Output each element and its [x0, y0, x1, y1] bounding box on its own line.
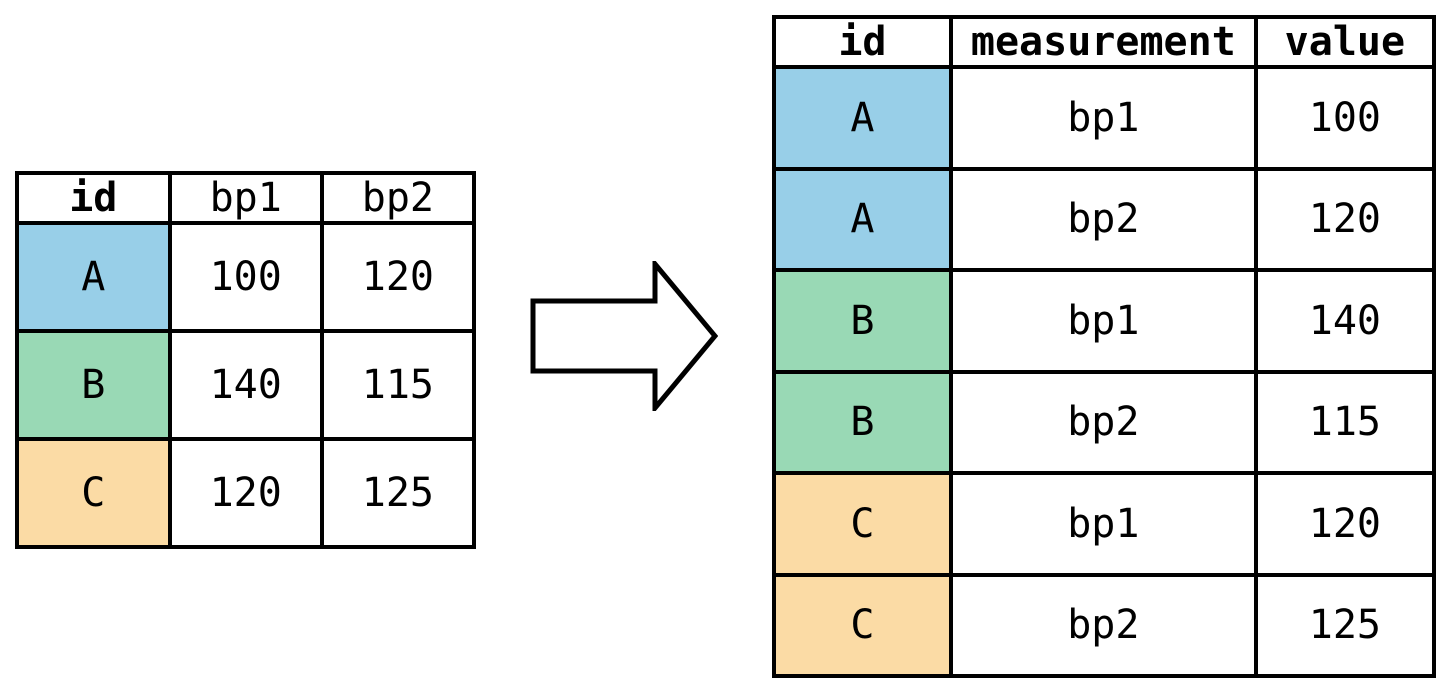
column-header-measurement: measurement	[948, 15, 1258, 69]
value-cell: 100	[167, 221, 324, 333]
id-cell: B	[772, 268, 953, 374]
column-header-id: id	[15, 171, 172, 225]
value-cell: 140	[1253, 268, 1437, 374]
column-header-bp2: bp2	[319, 171, 477, 225]
table-row: C bp1 120	[772, 471, 1437, 577]
column-header-id: id	[772, 15, 953, 69]
value-cell: 125	[1253, 572, 1437, 678]
measurement-cell: bp1	[948, 268, 1258, 374]
table-row: A bp1 100	[772, 65, 1437, 171]
id-cell: B	[15, 329, 172, 441]
transform-arrow-icon	[530, 261, 718, 411]
wide-format-table: id bp1 bp2 A 100 120 B 140 115 C 120 125	[15, 171, 477, 549]
id-cell: C	[772, 572, 953, 678]
id-cell: B	[772, 369, 953, 475]
value-cell: 100	[1253, 65, 1437, 171]
id-cell: A	[772, 65, 953, 171]
long-format-table: id measurement value A bp1 100 A bp2 120…	[772, 15, 1437, 678]
id-cell: A	[15, 221, 172, 333]
column-header-bp1: bp1	[167, 171, 324, 225]
measurement-cell: bp2	[948, 166, 1258, 272]
measurement-cell: bp1	[948, 471, 1258, 577]
value-cell: 140	[167, 329, 324, 441]
value-cell: 115	[319, 329, 477, 441]
id-cell: C	[772, 471, 953, 577]
table-row: B 140 115	[15, 329, 477, 441]
table-row: C 120 125	[15, 437, 477, 549]
column-header-value: value	[1253, 15, 1437, 69]
measurement-cell: bp2	[948, 369, 1258, 475]
value-cell: 120	[319, 221, 477, 333]
value-cell: 120	[167, 437, 324, 549]
table-row: C bp2 125	[772, 572, 1437, 678]
measurement-cell: bp1	[948, 65, 1258, 171]
id-cell: A	[772, 166, 953, 272]
table-row: B bp1 140	[772, 268, 1437, 374]
table-header-row: id bp1 bp2	[15, 171, 477, 225]
table-row: A 100 120	[15, 221, 477, 333]
value-cell: 115	[1253, 369, 1437, 475]
value-cell: 120	[1253, 471, 1437, 577]
table-row: B bp2 115	[772, 369, 1437, 475]
value-cell: 120	[1253, 166, 1437, 272]
value-cell: 125	[319, 437, 477, 549]
measurement-cell: bp2	[948, 572, 1258, 678]
id-cell: C	[15, 437, 172, 549]
table-row: A bp2 120	[772, 166, 1437, 272]
table-header-row: id measurement value	[772, 15, 1437, 69]
